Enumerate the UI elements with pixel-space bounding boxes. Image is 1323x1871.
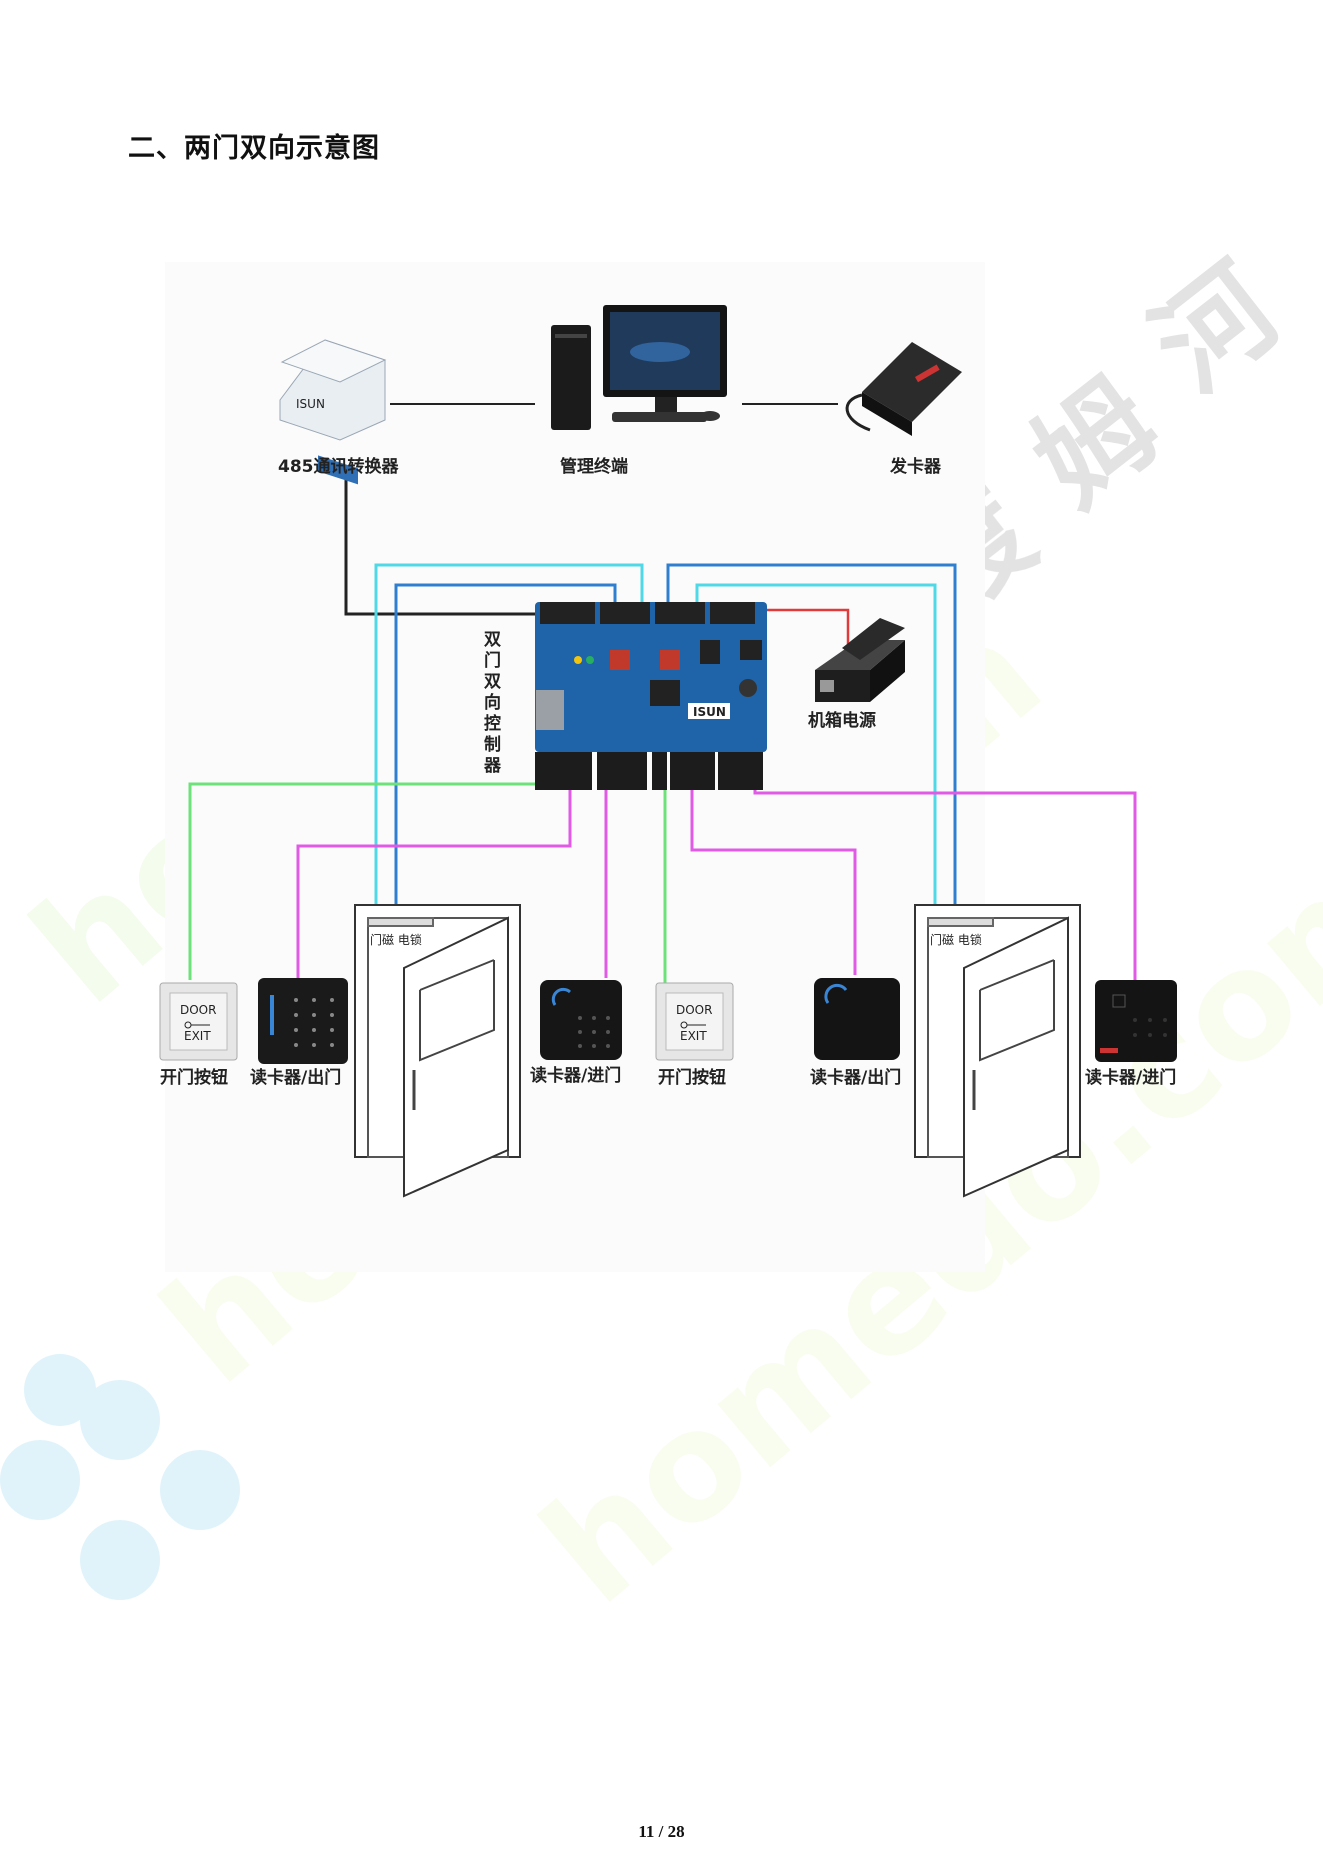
wire-cyan-door1 bbox=[374, 563, 644, 928]
watermark-cn-1: 河 bbox=[1130, 241, 1303, 417]
wire-blue-door2 bbox=[666, 563, 957, 928]
page-heading: 二、两门双向示意图 bbox=[128, 133, 380, 164]
wire-magenta-reader-out1 bbox=[296, 790, 572, 980]
wire-cyan-door2 bbox=[695, 583, 937, 928]
svg-text:EXIT: EXIT bbox=[680, 1029, 707, 1043]
reader-in-1 bbox=[540, 980, 622, 1060]
label-exit-button-1: 开门按钮 bbox=[160, 1067, 228, 1088]
reader-out-1 bbox=[258, 978, 348, 1064]
svg-text:控: 控 bbox=[484, 713, 501, 734]
label-terminal: 管理终端 bbox=[560, 456, 628, 477]
terminal-computer bbox=[551, 305, 727, 430]
label-power: 机箱电源 bbox=[808, 710, 876, 731]
door-1 bbox=[354, 904, 521, 1198]
card-issuer-device bbox=[845, 342, 962, 436]
svg-text:EXIT: EXIT bbox=[184, 1029, 211, 1043]
svg-text:器: 器 bbox=[483, 756, 502, 776]
reader-out-2 bbox=[814, 978, 900, 1060]
svg-text:向: 向 bbox=[484, 692, 501, 713]
controller-board: ISUN bbox=[535, 602, 767, 790]
svg-text:DOOR: DOOR bbox=[676, 1003, 712, 1017]
exit-button-1: DOOR EXIT bbox=[159, 982, 238, 1061]
door1-tag: 门磁 电锁 bbox=[370, 932, 422, 947]
reader-in-2 bbox=[1095, 980, 1177, 1062]
rfid-icon bbox=[824, 983, 848, 1004]
label-converter: 485通讯转换器 bbox=[278, 456, 399, 477]
svg-text:门: 门 bbox=[484, 650, 501, 671]
door2-tag: 门磁 电锁 bbox=[930, 932, 982, 947]
label-reader-in-1: 读卡器/进门 bbox=[530, 1065, 621, 1086]
power-box bbox=[815, 618, 905, 702]
rfid-icon bbox=[551, 987, 572, 1006]
svg-text:DOOR: DOOR bbox=[180, 1003, 216, 1017]
svg-text:双: 双 bbox=[484, 630, 501, 650]
door-2 bbox=[914, 904, 1081, 1198]
watermark-cn-2: 姆 bbox=[1010, 356, 1183, 532]
label-exit-button-2: 开门按钮 bbox=[658, 1067, 726, 1088]
page-number: 11 / 28 bbox=[638, 1822, 685, 1841]
wire-green-button1 bbox=[188, 782, 548, 980]
controller-brand: ISUN bbox=[693, 705, 726, 719]
svg-text:双: 双 bbox=[484, 672, 501, 692]
wires bbox=[188, 403, 1137, 984]
watermark-flower-icon bbox=[0, 1354, 240, 1600]
label-reader-out-2: 读卡器/出门 bbox=[810, 1067, 901, 1088]
label-reader-in-2: 读卡器/进门 bbox=[1085, 1067, 1176, 1088]
label-card-issuer: 发卡器 bbox=[889, 456, 942, 477]
wire-blue-door1 bbox=[394, 583, 617, 928]
label-controller: 双 门 双 向 控 制 器 bbox=[483, 630, 502, 776]
wire-magenta-reader-in2 bbox=[753, 790, 1137, 980]
exit-button-2: DOOR EXIT bbox=[655, 982, 734, 1061]
label-reader-out-1: 读卡器/出门 bbox=[250, 1067, 341, 1088]
svg-text:制: 制 bbox=[484, 734, 501, 755]
converter-device: ISUN bbox=[279, 339, 387, 485]
converter-brand: ISUN bbox=[296, 397, 325, 411]
wire-magenta-reader-out2 bbox=[690, 790, 857, 975]
